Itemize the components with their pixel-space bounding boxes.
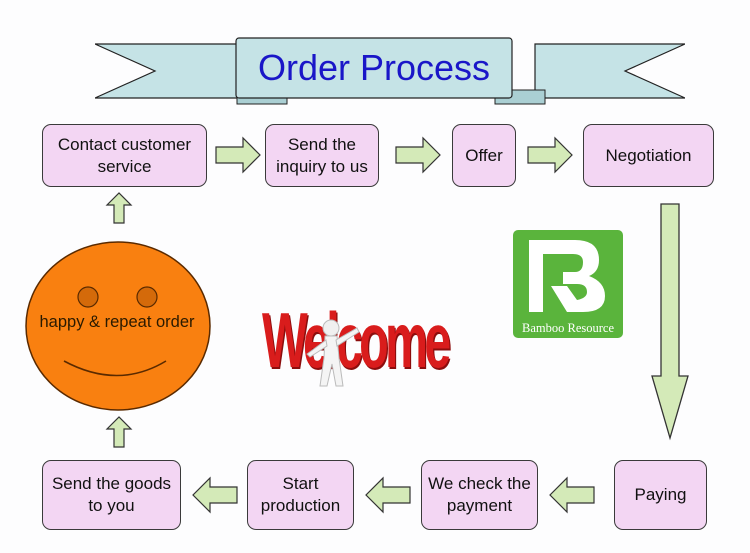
arrow-right-icon	[395, 136, 441, 174]
step-label: Paying	[634, 485, 687, 504]
step-start-production: Start production	[247, 460, 354, 530]
step-send-goods: Send the goods to you	[42, 460, 181, 530]
step-label: Negotiation	[605, 145, 692, 165]
step-send-inquiry: Send the inquiry to us	[265, 124, 379, 187]
step-label: Start production	[260, 474, 341, 515]
step-paying: Paying	[614, 460, 707, 530]
title-banner	[95, 37, 685, 105]
company-logo: Bamboo Resource	[513, 230, 623, 338]
smiley-label: happy & repeat order	[39, 313, 195, 331]
page-title: Order Process	[257, 47, 491, 88]
smiley-face-icon	[25, 241, 211, 411]
rb-logo-icon	[529, 240, 605, 312]
step-label: Contact customer service	[57, 134, 192, 176]
arrow-left-icon	[192, 476, 238, 514]
arrow-right-icon	[215, 136, 261, 174]
step-label: Send the goods to you	[51, 474, 172, 515]
arrow-left-icon	[365, 476, 411, 514]
step-check-payment: We check the payment	[421, 460, 538, 530]
step-contact-customer-service: Contact customer service	[42, 124, 207, 187]
person-figure-icon	[306, 319, 360, 387]
step-offer: Offer	[452, 124, 516, 187]
welcome-graphic: Welcome	[262, 296, 451, 384]
step-negotiation: Negotiation	[583, 124, 714, 187]
arrow-up-icon	[105, 192, 133, 224]
arrow-down-icon	[651, 203, 689, 441]
arrow-right-icon	[527, 136, 573, 174]
arrow-up-icon	[105, 416, 133, 448]
step-label: Send the inquiry to us	[276, 134, 368, 176]
logo-name: Bamboo Resource	[522, 321, 614, 335]
step-label: We check the payment	[428, 474, 531, 515]
step-label: Offer	[465, 145, 503, 165]
arrow-left-icon	[549, 476, 595, 514]
